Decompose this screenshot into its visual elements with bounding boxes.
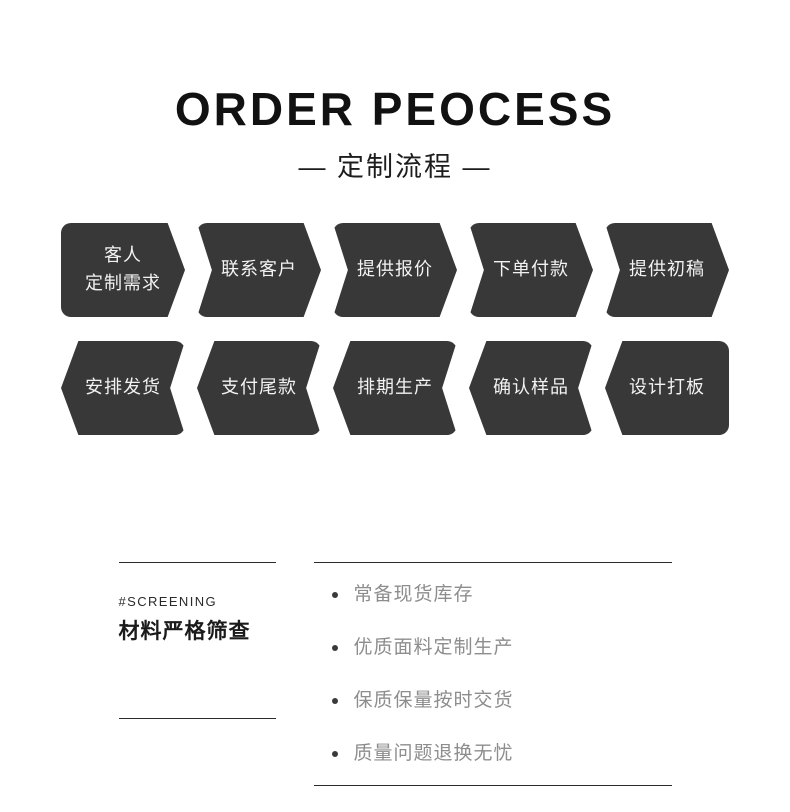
features-column: 常备现货库存 优质面料定制生产 保质保量按时交货 质量问题退换无忧: [313, 562, 672, 786]
process-step-9: 确认样品: [469, 341, 593, 435]
bullet-dot-icon: [331, 751, 338, 757]
bullet-dot-icon: [331, 592, 338, 598]
list-item-label: 优质面料定制生产: [353, 637, 514, 658]
chevron-right-icon: [469, 223, 593, 317]
divider-top-right: [313, 562, 672, 563]
screening-column: #SCREENING 材料严格筛查: [118, 562, 276, 786]
divider-top-left: [118, 562, 276, 563]
page-title: ORDER PEOCESS: [174, 83, 616, 135]
list-item: 优质面料定制生产: [331, 637, 672, 658]
chevron-right-icon: [197, 223, 321, 317]
process-step-1: 客人 定制需求: [61, 223, 185, 317]
chevron-left-icon: [197, 341, 321, 435]
chevron-left-icon: [605, 341, 729, 435]
page-header: ORDER PEOCESS — 定制流程 —: [0, 0, 790, 181]
chevron-left-icon: [333, 341, 457, 435]
list-item-label: 保质保量按时交货: [353, 690, 514, 711]
divider-bottom-left: [118, 718, 276, 720]
list-item: 保质保量按时交货: [331, 690, 672, 711]
screening-text-block: #SCREENING 材料严格筛查: [119, 563, 276, 718]
page-subtitle: — 定制流程 —: [298, 152, 492, 182]
list-item: 常备现货库存: [331, 584, 672, 605]
list-item-label: 质量问题退换无忧: [353, 743, 514, 764]
chevron-right-icon: [605, 223, 729, 317]
divider-bottom-right: [313, 785, 672, 786]
process-step-6: 安排发货: [61, 341, 185, 435]
process-step-7: 支付尾款: [197, 341, 321, 435]
process-step-3: 提供报价: [333, 223, 457, 317]
info-section: #SCREENING 材料严格筛查 常备现货库存 优质面料定制生产 保质保量按时…: [0, 562, 790, 786]
screening-kicker: #SCREENING: [118, 594, 218, 609]
chevron-left-icon: [469, 341, 593, 435]
process-step-10: 设计打板: [605, 341, 729, 435]
screening-heading: 材料严格筛查: [118, 620, 251, 643]
bullet-dot-icon: [331, 645, 338, 651]
process-step-2: 联系客户: [197, 223, 321, 317]
process-flow-row-2: 设计打板 确认样品 排期生产 支付尾款 安排发货: [0, 341, 790, 435]
process-step-8: 排期生产: [333, 341, 457, 435]
chevron-right-icon: [333, 223, 457, 317]
chevron-left-icon: [61, 341, 185, 435]
bullet-dot-icon: [331, 698, 338, 704]
process-step-5: 提供初稿: [605, 223, 729, 317]
features-list: 常备现货库存 优质面料定制生产 保质保量按时交货 质量问题退换无忧: [314, 563, 672, 785]
chevron-right-icon: [61, 223, 185, 317]
list-item-label: 常备现货库存: [353, 584, 474, 605]
process-step-4: 下单付款: [469, 223, 593, 317]
process-flow-diagram: 客人 定制需求 联系客户 提供报价 下单付款 提供初稿: [0, 223, 790, 435]
process-flow-row-1: 客人 定制需求 联系客户 提供报价 下单付款 提供初稿: [0, 223, 790, 317]
list-item: 质量问题退换无忧: [331, 743, 672, 764]
